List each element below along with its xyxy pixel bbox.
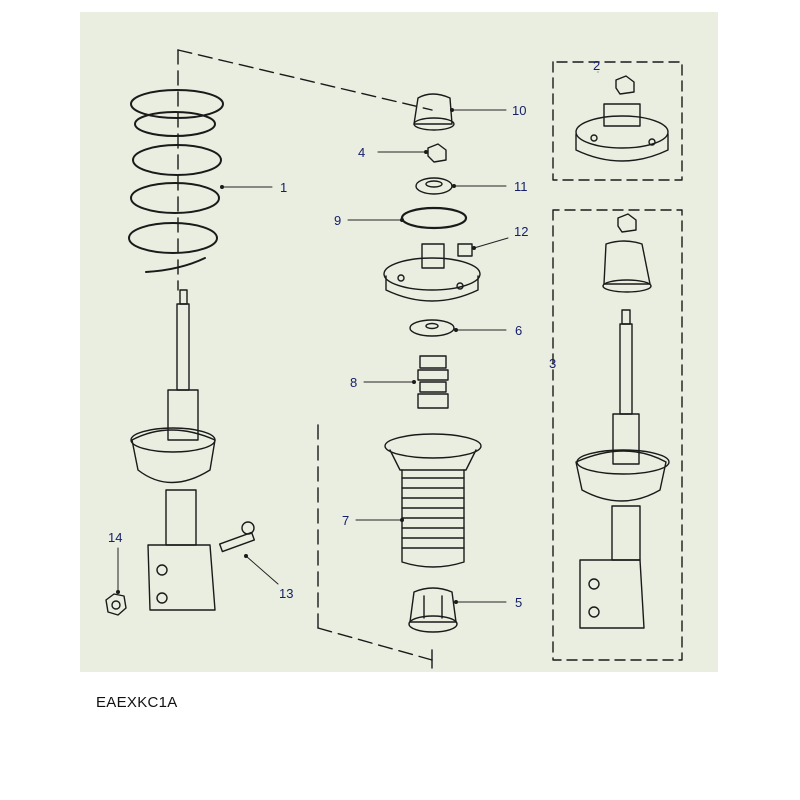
- callout-6: 6: [515, 323, 522, 338]
- callout-5: 5: [515, 595, 522, 610]
- bump-stop-part-8: [417, 355, 449, 409]
- diagram-code: EAEXKC1A: [96, 694, 178, 711]
- spacer-part-6: [409, 319, 455, 337]
- callout-12: 12: [514, 224, 528, 239]
- callout-14: 14: [108, 530, 122, 545]
- box-part-2: [552, 61, 683, 181]
- coil-spring: [128, 89, 224, 273]
- callout-9: 9: [334, 213, 341, 228]
- callouts: 1 2 3 4 5 6 7 8 9 10 11 12 13 14: [108, 58, 600, 610]
- o-ring-part-9: [400, 206, 468, 230]
- leader-lines: [117, 71, 599, 603]
- dust-boot-part-7: [384, 433, 482, 568]
- callout-11: 11: [514, 179, 528, 194]
- bump-stop-cap-part-10: [413, 93, 455, 131]
- callout-2: 2: [593, 58, 600, 73]
- top-mount-assembly-part-2: [575, 75, 669, 162]
- nut-part-4: [427, 143, 447, 163]
- top-mount-part-12: [383, 243, 481, 302]
- callout-10: 10: [512, 103, 526, 118]
- diagram-background: [80, 12, 718, 672]
- callout-7: 7: [342, 513, 349, 528]
- left-strut: [130, 289, 256, 611]
- washer-part-11: [415, 177, 453, 195]
- leader-dots: [116, 108, 476, 604]
- spring-seat-part-5: [408, 587, 458, 633]
- strut-assembly-part-3: [575, 213, 670, 629]
- callout-8: 8: [350, 375, 357, 390]
- callout-4: 4: [358, 145, 365, 160]
- nut-part-14: [105, 593, 127, 616]
- assembly-bracket: [177, 49, 433, 661]
- callout-3: 3: [549, 356, 556, 371]
- callout-13: 13: [279, 586, 293, 601]
- callout-1: 1: [280, 180, 287, 195]
- box-part-3: [552, 209, 683, 661]
